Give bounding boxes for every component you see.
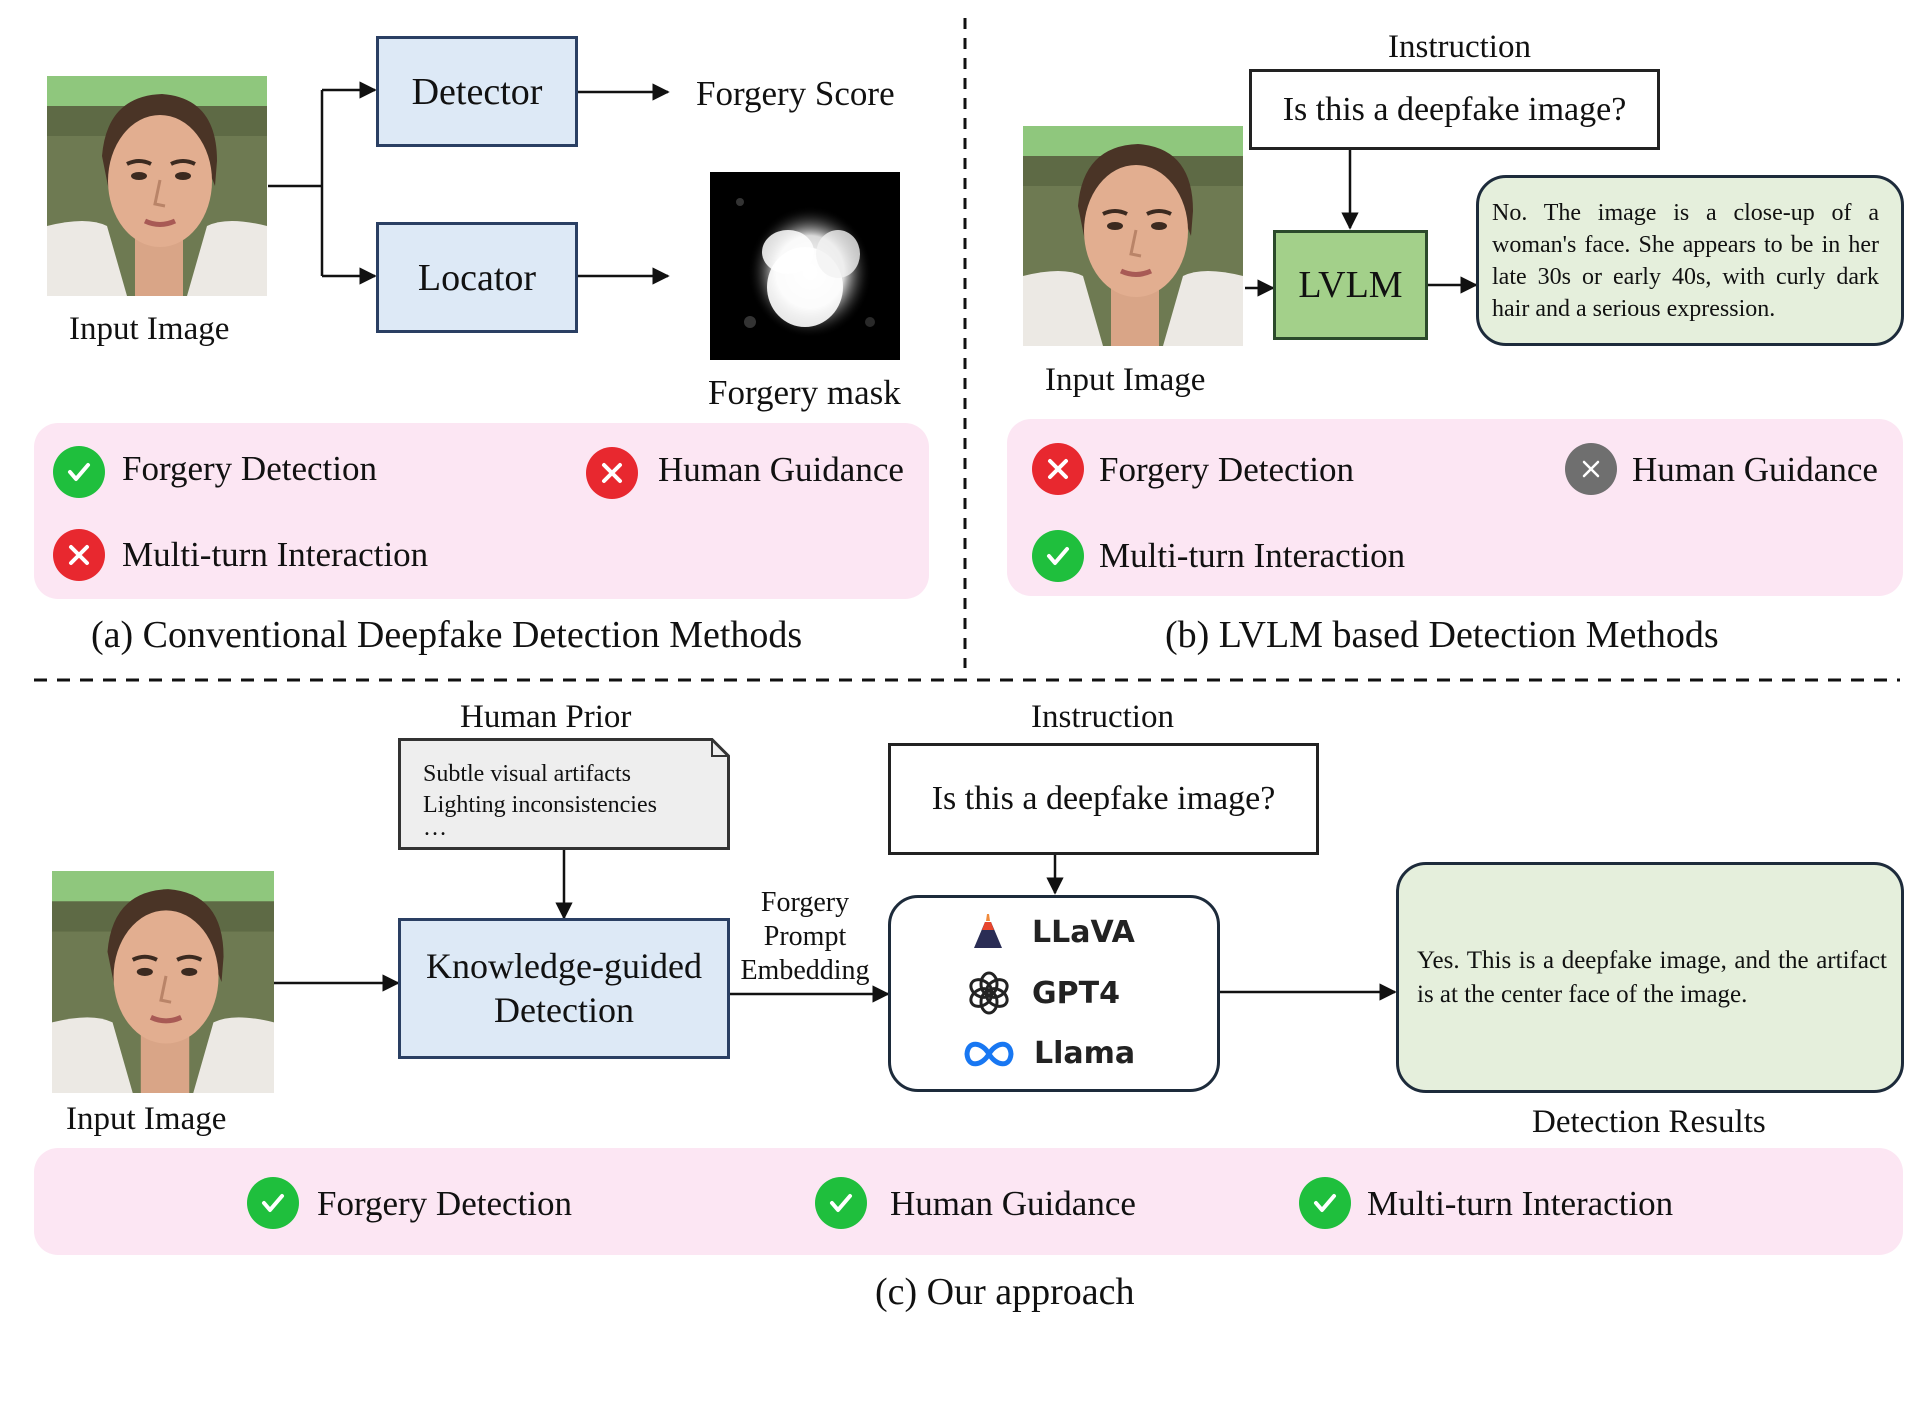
check-icon (53, 446, 105, 498)
feature-human-guidance-c: Human Guidance (890, 1184, 1136, 1223)
check-icon (1032, 530, 1084, 582)
human-prior-line-2: Lighting inconsistencies (423, 792, 657, 818)
model-llama: Llama (962, 1036, 1135, 1071)
human-prior-note: Subtle visual artifacts Lighting inconsi… (398, 738, 730, 850)
feature-multi-turn-b: Multi-turn Interaction (1099, 536, 1406, 575)
features-box-b (1007, 419, 1903, 596)
openai-icon (969, 971, 1009, 1015)
lvlm-response-box: No. The image is a close-up of a woman's… (1476, 175, 1904, 346)
model-label-gpt4: GPT4 (1032, 975, 1120, 1011)
caption-c: (c) Our approach (875, 1271, 1135, 1313)
human-prior-label: Human Prior (460, 699, 632, 735)
instruction-box-c: Is this a deepfake image? (888, 743, 1319, 855)
cross-icon (1032, 443, 1084, 495)
human-prior-line-3: … (423, 815, 447, 841)
feature-multi-turn-c: Multi-turn Interaction (1367, 1184, 1674, 1223)
check-icon (247, 1177, 299, 1229)
instruction-text-b: Is this a deepfake image? (1282, 90, 1627, 128)
cross-icon (586, 447, 638, 499)
input-image-b (1022, 126, 1244, 346)
input-image-label-a: Input Image (69, 311, 230, 347)
locator-box: Locator (376, 222, 578, 333)
instruction-label-b: Instruction (1388, 29, 1531, 65)
model-label-llama: Llama (1034, 1036, 1136, 1071)
embedding-line-1: Forgery (760, 887, 850, 918)
caption-b: (b) LVLM based Detection Methods (1165, 614, 1719, 656)
detection-response-box: Yes. This is a deepfake image, and the a… (1396, 862, 1904, 1093)
detector-box: Detector (376, 36, 578, 147)
features-box-c (34, 1148, 1903, 1255)
volcano-icon (974, 914, 1002, 948)
knowledge-guided-detection-box: Knowledge-guided Detection (398, 918, 730, 1059)
detector-label: Detector (411, 70, 543, 113)
feature-human-guidance-b: Human Guidance (1632, 450, 1878, 489)
human-prior-line-1: Subtle visual artifacts (423, 761, 631, 787)
feature-forgery-detection-a: Forgery Detection (122, 449, 377, 488)
input-image-label-c: Input Image (66, 1101, 227, 1137)
input-image-c (52, 871, 274, 1093)
models-box (888, 895, 1220, 1092)
cross-icon (53, 529, 105, 581)
caption-a: (a) Conventional Deepfake Detection Meth… (91, 614, 803, 656)
kgd-line-2: Detection (494, 989, 634, 1030)
forgery-mask-image (710, 172, 900, 360)
model-label-llava: LLaVA (1032, 914, 1135, 950)
check-icon (1299, 1177, 1351, 1229)
kgd-line-1: Knowledge-guided (426, 946, 702, 987)
locator-label: Locator (417, 256, 537, 299)
model-gpt4: GPT4 (966, 970, 1120, 1016)
input-image-label-b: Input Image (1045, 362, 1206, 398)
input-image-a (46, 76, 268, 296)
detection-response-text: Yes. This is a deepfake image, and the a… (1417, 947, 1887, 1008)
forgery-mask-label: Forgery mask (708, 373, 901, 412)
features-box-a (34, 423, 929, 599)
embedding-line-3: Embedding (740, 955, 870, 986)
forgery-score-label: Forgery Score (696, 74, 895, 113)
instruction-box-b: Is this a deepfake image? (1249, 69, 1660, 150)
meta-infinity-icon (964, 1041, 1014, 1066)
feature-multi-turn-a: Multi-turn Interaction (122, 535, 429, 574)
neutral-cross-icon (1565, 443, 1617, 495)
feature-forgery-detection-b: Forgery Detection (1099, 450, 1354, 489)
lvlm-box: LVLM (1273, 230, 1428, 340)
lvlm-response-text: No. The image is a close-up of a woman's… (1492, 200, 1879, 323)
instruction-text-c: Is this a deepfake image? (931, 780, 1276, 817)
embedding-label: Forgery Prompt Embedding (730, 886, 880, 988)
feature-forgery-detection-c: Forgery Detection (317, 1184, 572, 1223)
lvlm-label: LVLM (1298, 264, 1403, 306)
detection-results-label: Detection Results (1532, 1104, 1766, 1140)
feature-human-guidance-a: Human Guidance (658, 450, 904, 489)
embedding-line-2: Prompt (763, 921, 847, 952)
instruction-label-c: Instruction (1031, 699, 1174, 735)
check-icon (815, 1177, 867, 1229)
model-llava: LLaVA (968, 912, 1135, 952)
